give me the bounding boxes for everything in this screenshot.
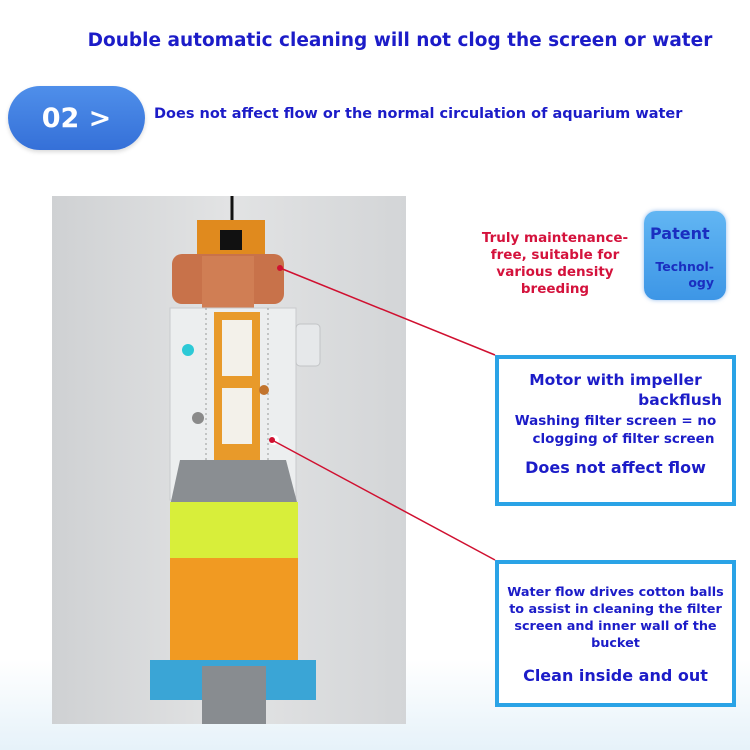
filter-cutaway-illustration [150,196,321,724]
note-line: breeding [520,281,590,297]
cone-top [170,460,298,506]
patent-technology: Technol- ogy [655,259,714,291]
cotton-ball [192,412,204,424]
subtitle: Does not affect flow or the normal circu… [154,106,683,122]
callout-motor-box: Motor with impeller backflush Washing fi… [495,355,736,506]
callout-desc: Washing filter screen = no [514,413,717,429]
desc-line: Water flow drives cotton balls [507,585,724,600]
cotton-ball [259,385,269,395]
desc-line: bucket [591,636,640,651]
callout-desc: clogging of filter screen [532,431,715,447]
callout-title: Motor with impeller [529,371,702,389]
step-badge: 02 > [8,86,145,150]
patent-line: Technol- [655,259,714,274]
callout-cotton-box: Water flow drives cotton balls to assist… [495,560,736,707]
callout-line-cotton [271,439,496,561]
patent-label: Patent [650,224,710,243]
desc-line: to assist in cleaning the filter [509,602,722,617]
cotton-ball [182,344,194,356]
orange-bucket [170,558,298,664]
desc-line: screen and inner wall of the [514,619,717,634]
maintenance-note: Truly maintenance- free, suitable for va… [470,230,640,298]
callout-tagline: Clean inside and out [523,666,708,685]
callout-tagline: Does not affect flow [525,458,706,477]
note-line: Truly maintenance- [481,230,629,246]
callout-line-motor [279,267,496,356]
patent-line: ogy [688,275,714,290]
yellow-cone [170,502,298,558]
page-title: Double automatic cleaning will not clog … [87,30,713,51]
note-line: free, suitable for [490,247,620,263]
callout-title: backflush [638,391,722,409]
filter-illustration-panel [52,196,406,724]
callout-desc: Water flow drives cotton balls to assist… [499,584,732,652]
patent-badge: Patent Technol- ogy [644,211,726,300]
note-line: various density [496,264,614,280]
